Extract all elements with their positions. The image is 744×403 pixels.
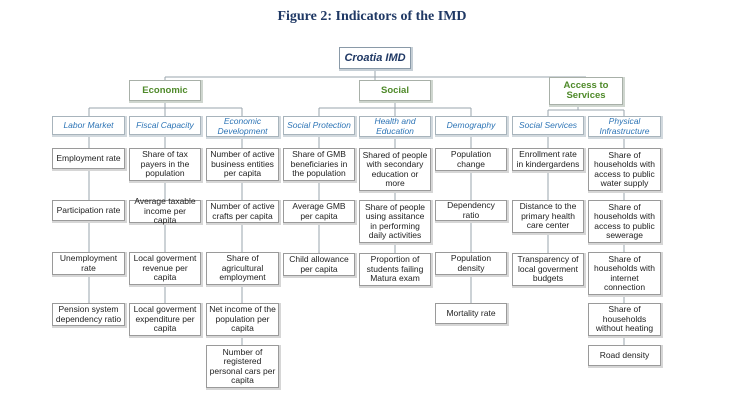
indicator-box: Proportion of students failing Matura ex… xyxy=(359,253,431,286)
subcategory-social-services: Social Services xyxy=(512,116,584,135)
indicator-label: Number of active business entities per c… xyxy=(210,149,275,179)
indicator-label: Dependency ratio xyxy=(447,200,495,220)
indicator-box: Share of agricultural employment xyxy=(206,252,279,285)
indicator-label: Population density xyxy=(450,253,492,273)
indicator-label: Shared of people with secondary educatio… xyxy=(362,149,428,188)
indicator-label: Net income of the population per capita xyxy=(209,304,276,334)
indicator-box: Distance to the primary health care cent… xyxy=(512,200,584,233)
indicator-label: Distance to the primary health care cent… xyxy=(519,201,577,231)
connector-social xyxy=(318,101,472,116)
indicator-box: Dependency ratio xyxy=(435,200,507,221)
indicator-box: Mortality rate xyxy=(435,303,507,324)
indicator-box: Population density xyxy=(435,252,507,275)
pillar-social: Social xyxy=(359,80,431,101)
indicator-box: Unemployment rate xyxy=(52,252,125,275)
indicator-box: Local goverment expenditure per capita xyxy=(129,303,201,336)
indicator-box: Average taxable income per capita xyxy=(129,196,201,226)
indicator-label: Proportion of students failing Matura ex… xyxy=(366,254,424,284)
indicator-box: Population change xyxy=(435,148,507,171)
indicator-label: Employment rate xyxy=(56,152,121,163)
indicator-label: Participation rate xyxy=(56,204,121,215)
connector-root xyxy=(164,70,587,80)
indicator-label: Population change xyxy=(450,149,492,169)
indicator-box: Share of households with access to publi… xyxy=(588,148,661,191)
pillar-access-label: Access to Services xyxy=(563,80,609,101)
subcategory-label: Fiscal Capacity xyxy=(136,119,194,130)
figure-caption: Figure 2: Indicators of the IMD xyxy=(277,9,467,24)
indicator-label: Transparency of local goverment budgets xyxy=(517,254,579,284)
subcategory-label: Demography xyxy=(446,119,496,130)
indicator-label: Child allowance per capita xyxy=(289,254,349,274)
indicator-label: Share of households without heating xyxy=(595,304,654,334)
indicator-label: Share of households with access to publi… xyxy=(594,149,655,188)
subcategory-social-protection: Social Protection xyxy=(283,116,355,135)
indicator-label: Pension system dependency ratio xyxy=(55,304,122,324)
indicator-box: Pension system dependency ratio xyxy=(52,303,125,326)
subcategory-label: Physical Infrastructure xyxy=(599,116,650,136)
indicator-box: Share of people using assitance in perfo… xyxy=(359,200,431,243)
subcategory-physical-infrastructure: Physical Infrastructure xyxy=(588,116,661,137)
indicator-box: Share of households without heating xyxy=(588,303,661,336)
indicator-box: Share of households with access to publi… xyxy=(588,200,661,243)
indicator-box: Number of active business entities per c… xyxy=(206,148,279,181)
indicator-box: Share of GMB beneficiaries in the popula… xyxy=(283,148,355,181)
indicator-box: Share of households with internet connec… xyxy=(588,252,661,295)
indicator-box: Shared of people with secondary educatio… xyxy=(359,148,431,191)
subcategory-label: Economic Development xyxy=(217,116,268,136)
indicator-box: Enrollment rate in kindergardens xyxy=(512,148,584,171)
root-label: Croatia IMD xyxy=(344,52,406,64)
indicator-label: Share of households with internet connec… xyxy=(594,253,655,292)
pillar-economic-label: Economic xyxy=(142,84,188,96)
subcategory-label: Social Services xyxy=(518,119,578,130)
indicator-box: Number of registered personal cars per c… xyxy=(206,345,279,388)
indicator-box: Share of tax payers in the population xyxy=(129,148,201,181)
indicator-label: Number of active crafts per capita xyxy=(210,201,275,221)
subcategory-demography: Demography xyxy=(435,116,507,135)
indicator-label: Local goverment expenditure per capita xyxy=(133,304,197,334)
indicator-label: Share of people using assitance in perfo… xyxy=(364,201,426,240)
indicator-label: Average taxable income per capita xyxy=(134,196,196,226)
indicator-label: Share of tax payers in the population xyxy=(140,149,190,179)
connector-access xyxy=(547,106,625,116)
pillar-access-to-services: Access to Services xyxy=(549,77,623,105)
connector-economic xyxy=(88,101,243,116)
indicator-label: Share of GMB beneficiaries in the popula… xyxy=(290,149,348,179)
subcategory-labor-market: Labor Market xyxy=(52,116,125,135)
indicator-label: Local goverment revenue per capita xyxy=(133,253,197,283)
subcategory-label: Health and Education xyxy=(374,116,416,136)
subcategory-health-education: Health and Education xyxy=(359,116,431,137)
root-box: Croatia IMD xyxy=(339,47,411,69)
indicator-box: Road density xyxy=(588,345,661,366)
indicator-label: Share of agricultural employment xyxy=(219,253,266,283)
indicator-label: Mortality rate xyxy=(446,307,496,318)
indicator-box: Average GMB per capita xyxy=(283,200,355,223)
indicator-box: Employment rate xyxy=(52,148,125,169)
pillar-social-label: Social xyxy=(381,84,409,96)
indicator-box: Participation rate xyxy=(52,200,125,221)
subcategory-economic-development: Economic Development xyxy=(206,116,279,137)
pillar-economic: Economic xyxy=(129,80,201,101)
indicator-label: Average GMB per capita xyxy=(292,201,346,221)
subcategory-label: Social Protection xyxy=(287,119,351,130)
indicator-box: Number of active crafts per capita xyxy=(206,200,279,223)
indicator-label: Number of registered personal cars per c… xyxy=(209,346,276,385)
indicator-label: Enrollment rate in kindergardens xyxy=(516,149,580,169)
indicator-label: Road density xyxy=(599,349,650,360)
indicator-label: Unemployment rate xyxy=(59,253,118,273)
indicator-box: Local goverment revenue per capita xyxy=(129,252,201,285)
indicator-box: Net income of the population per capita xyxy=(206,303,279,336)
subcategory-label: Labor Market xyxy=(63,119,114,130)
subcategory-fiscal-capacity: Fiscal Capacity xyxy=(129,116,201,135)
indicator-box: Transparency of local goverment budgets xyxy=(512,253,584,286)
indicator-label: Share of households with access to publi… xyxy=(594,201,655,240)
indicator-box: Child allowance per capita xyxy=(283,253,355,276)
